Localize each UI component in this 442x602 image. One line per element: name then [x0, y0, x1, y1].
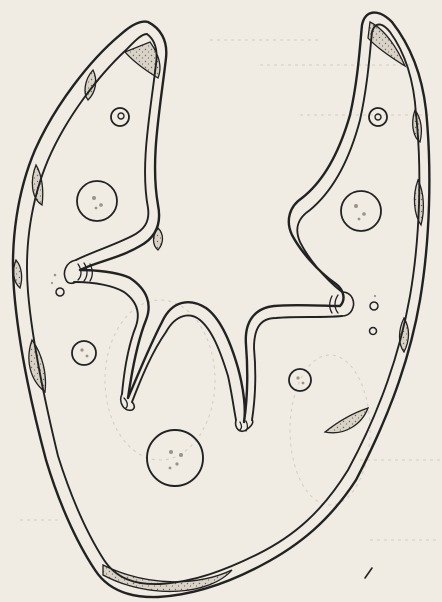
vacuole-8 — [56, 288, 64, 296]
vacuole-6 — [289, 369, 311, 391]
specks — [51, 274, 376, 578]
vacuole-5 — [72, 341, 96, 365]
vacuole-10 — [370, 328, 377, 335]
vacuole-7 — [147, 430, 203, 486]
vacuole-1 — [111, 108, 129, 126]
vacuole-4 — [341, 191, 381, 231]
vacuole-2 — [77, 181, 117, 221]
outer-wall — [13, 13, 429, 598]
vacuole-3 — [369, 108, 387, 126]
paper-show-through — [20, 40, 440, 540]
vacuole-9 — [370, 302, 378, 310]
